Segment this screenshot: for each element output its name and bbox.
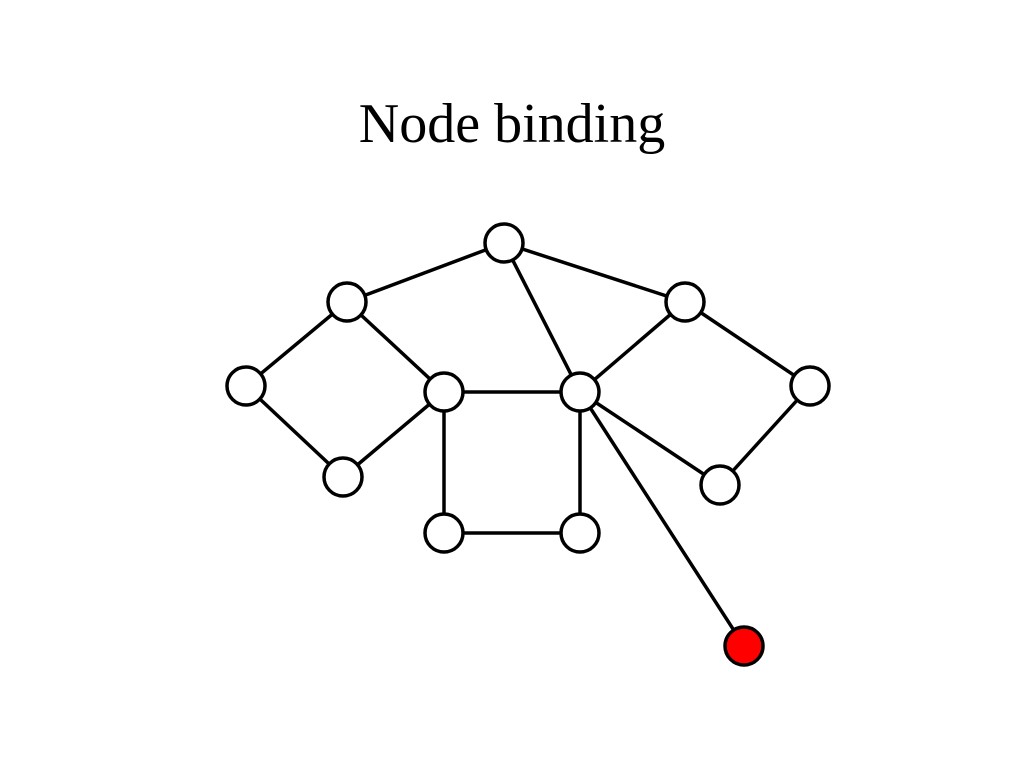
- graph-node-n2: [326, 281, 368, 323]
- edge-n4-n8: [244, 384, 345, 479]
- graph-node-n6: [559, 371, 601, 413]
- edge-n2-n4: [244, 300, 349, 388]
- edge-n1-n2: [346, 241, 505, 304]
- edge-n7-n9: [718, 384, 812, 487]
- edge-n1-n3: [503, 241, 686, 304]
- graph-node-n5: [423, 371, 465, 413]
- graph-node-n4: [225, 365, 267, 407]
- edge-n5-n8: [341, 390, 446, 479]
- edge-n2-n5: [345, 300, 446, 394]
- graph-node-n11: [559, 512, 601, 554]
- graph-node-n3: [664, 281, 706, 323]
- graph-node-n9: [699, 464, 741, 506]
- graph-node-n1: [483, 222, 525, 264]
- graph-node-n8: [322, 456, 364, 498]
- graph-node-n7: [789, 365, 831, 407]
- edge-n6-n14: [578, 391, 746, 647]
- edge-n1-n6: [502, 242, 582, 393]
- edge-n6-n9: [579, 390, 721, 487]
- edge-n3-n6: [578, 300, 687, 394]
- slide-title: Node binding: [358, 93, 666, 155]
- graph-node-n10: [423, 512, 465, 554]
- bound-node-highlighted: [723, 625, 765, 667]
- graph-edges: [244, 241, 812, 647]
- edge-n3-n7: [684, 300, 811, 388]
- graph-nodes: [225, 222, 831, 667]
